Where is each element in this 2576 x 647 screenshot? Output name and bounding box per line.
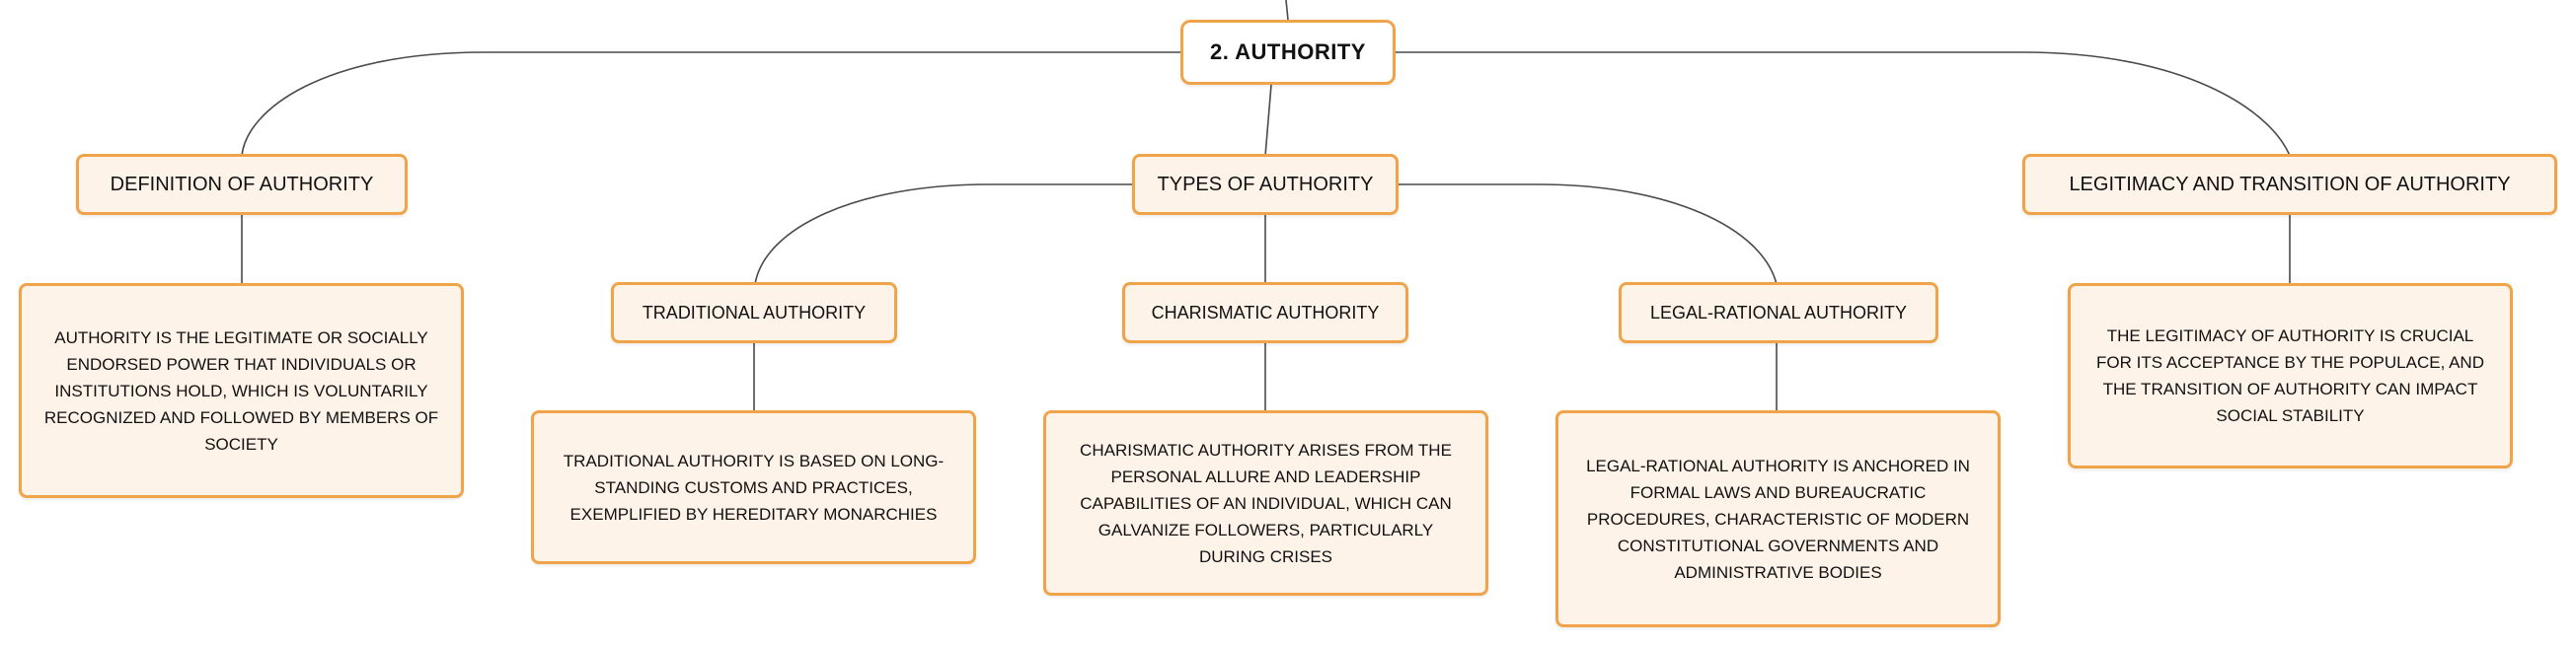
legal-rational-authority-node[interactable]: LEGAL-RATIONAL AUTHORITY <box>1619 282 1938 343</box>
types-of-authority-node[interactable]: TYPES OF AUTHORITY <box>1132 154 1399 215</box>
legitimacy-and-transition-label: LEGITIMACY AND TRANSITION OF AUTHORITY <box>2069 173 2511 195</box>
connector-incoming <box>1285 0 1289 21</box>
traditional-description-node[interactable]: TRADITIONAL AUTHORITY IS BASED ON LONG-S… <box>531 410 976 564</box>
definition-of-authority-label: DEFINITION OF AUTHORITY <box>110 173 374 195</box>
definition-description-text: AUTHORITY IS THE LEGITIMATE OR SOCIALLY … <box>43 327 439 454</box>
connector-root-definition <box>241 51 1184 157</box>
connector-root-legitimacy <box>1394 51 2291 157</box>
legal-rational-description-text: LEGAL-RATIONAL AUTHORITY IS ANCHORED IN … <box>1586 456 1970 582</box>
legal-rational-authority-label: LEGAL-RATIONAL AUTHORITY <box>1649 302 1908 323</box>
traditional-authority-label: TRADITIONAL AUTHORITY <box>642 302 867 323</box>
charismatic-description-node[interactable]: CHARISMATIC AUTHORITY ARISES FROM THE PE… <box>1043 410 1488 596</box>
definition-description-node[interactable]: AUTHORITY IS THE LEGITIMATE OR SOCIALLY … <box>19 283 464 498</box>
charismatic-authority-node[interactable]: CHARISMATIC AUTHORITY <box>1122 282 1408 343</box>
traditional-authority-node[interactable]: TRADITIONAL AUTHORITY <box>611 282 897 343</box>
legitimacy-description-node[interactable]: THE LEGITIMACY OF AUTHORITY IS CRUCIAL F… <box>2068 283 2513 468</box>
charismatic-description-text: CHARISMATIC AUTHORITY ARISES FROM THE PE… <box>1080 440 1452 566</box>
connector-types-traditional <box>754 183 1133 285</box>
root-label: 2. AUTHORITY <box>1210 39 1366 64</box>
connector-root-types <box>1264 84 1272 157</box>
charismatic-authority-label: CHARISMATIC AUTHORITY <box>1151 302 1380 323</box>
definition-of-authority-node[interactable]: DEFINITION OF AUTHORITY <box>76 154 408 215</box>
connector-types-legal <box>1398 183 1778 285</box>
legitimacy-description-text: THE LEGITIMACY OF AUTHORITY IS CRUCIAL F… <box>2096 326 2484 425</box>
root-node[interactable]: 2. AUTHORITY <box>1180 20 1396 85</box>
legal-rational-description-node[interactable]: LEGAL-RATIONAL AUTHORITY IS ANCHORED IN … <box>1555 410 2001 627</box>
traditional-description-text: TRADITIONAL AUTHORITY IS BASED ON LONG-S… <box>563 451 945 524</box>
types-of-authority-label: TYPES OF AUTHORITY <box>1157 173 1374 195</box>
legitimacy-and-transition-node[interactable]: LEGITIMACY AND TRANSITION OF AUTHORITY <box>2022 154 2557 215</box>
